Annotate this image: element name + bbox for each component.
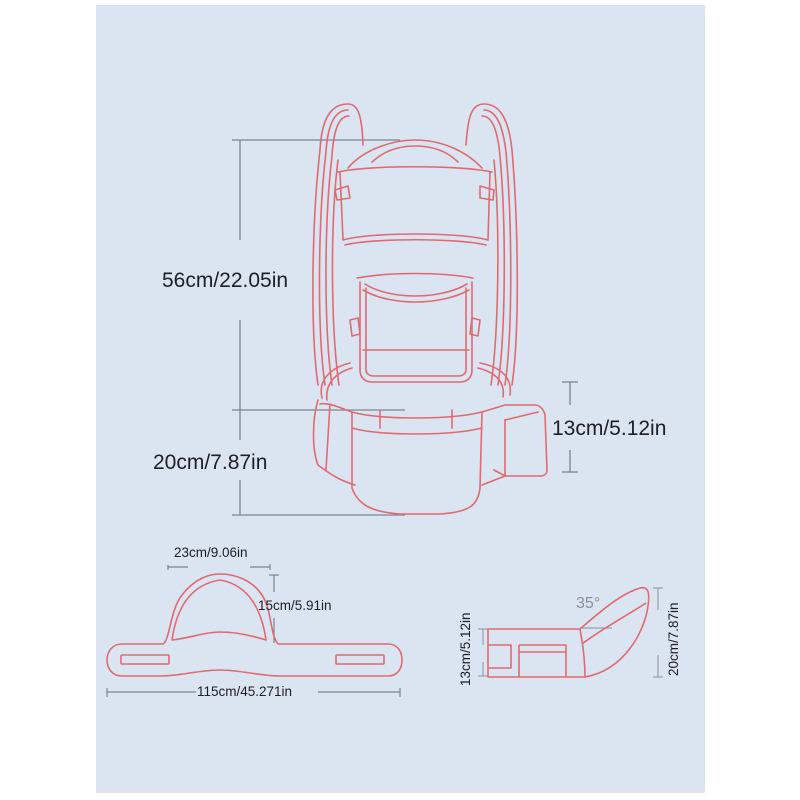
waist-belt-dimension-lines (106, 564, 401, 697)
side-view-outline (487, 586, 650, 678)
side-base-height-label: 13cm/5.12in (458, 612, 473, 686)
seat-width-label: 23cm/9.06in (174, 545, 248, 560)
side-seat-height-label: 20cm/7.87in (666, 602, 681, 676)
carrier-front-outline (312, 103, 548, 515)
side-view-dimension-lines (478, 587, 663, 678)
diagram-panel (96, 5, 705, 793)
seat-height-label: 15cm/5.91in (258, 598, 332, 613)
belt-length-label: 115cm/45.271in (197, 684, 293, 699)
front-dimension-lines (232, 139, 578, 516)
front-height-upper-label: 56cm/22.05in (162, 269, 289, 292)
waist-pocket-height-label: 13cm/5.12in (552, 417, 667, 440)
waist-belt-outline (106, 573, 403, 677)
seat-angle-label: 35° (576, 595, 601, 612)
front-height-lower-label: 20cm/7.87in (153, 451, 268, 474)
